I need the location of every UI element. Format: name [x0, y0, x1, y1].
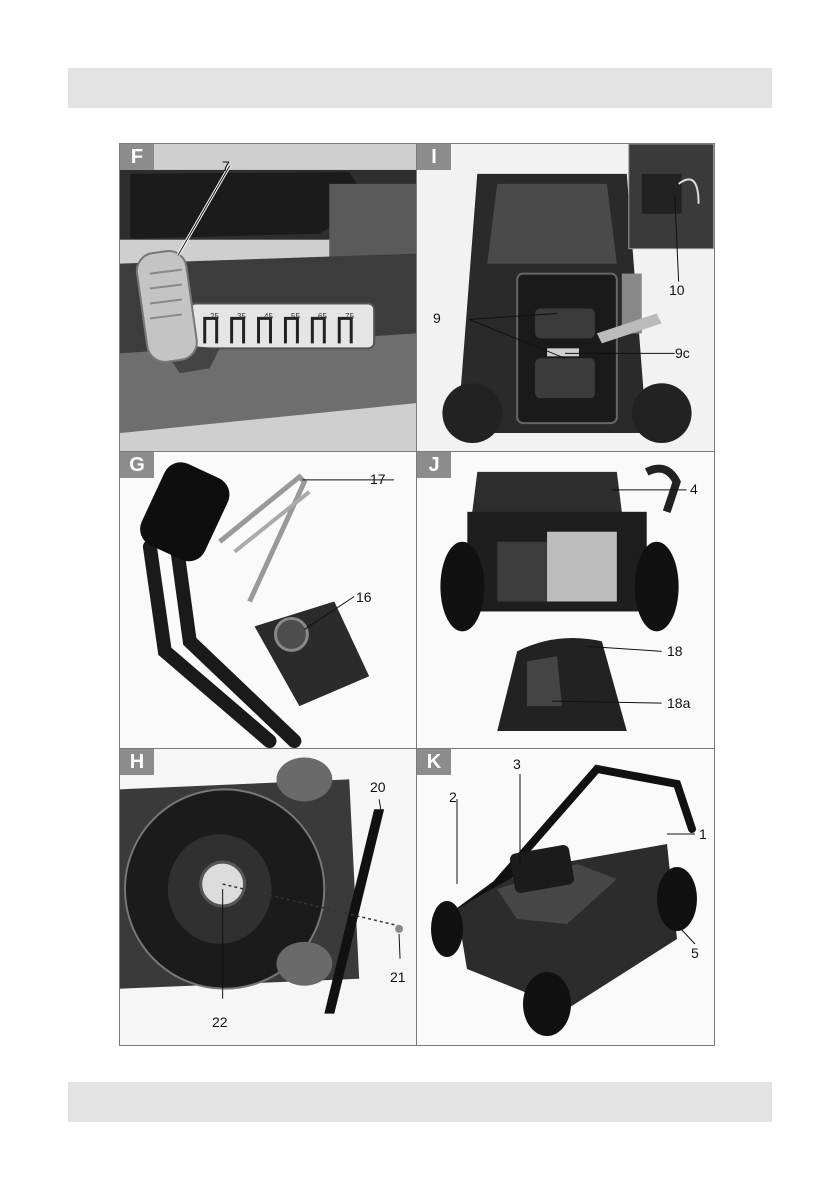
- panel-letter-h: H: [120, 749, 154, 775]
- callout-18: 18: [667, 643, 683, 659]
- callout-17: 17: [370, 471, 386, 487]
- scale-label-25: 25: [210, 312, 219, 321]
- callout-22: 22: [212, 1014, 228, 1030]
- callout-5: 5: [691, 945, 699, 961]
- callout-20: 20: [370, 779, 386, 795]
- callout-4: 4: [690, 481, 698, 497]
- panel-letter-f: F: [120, 144, 154, 170]
- callout-16: 16: [356, 589, 372, 605]
- scale-label-35: 35: [237, 312, 246, 321]
- panel-f: F 7 25 35 45 55: [120, 144, 417, 452]
- callout-21: 21: [390, 969, 406, 985]
- callout-1: 1: [699, 826, 707, 842]
- callout-9: 9: [433, 310, 441, 326]
- footer-band: [68, 1082, 772, 1122]
- panel-i: I 9 9c 10: [417, 144, 714, 452]
- scale-label-75: 75: [345, 312, 354, 321]
- header-band: [68, 68, 772, 108]
- panel-g: G 17 16: [120, 452, 417, 749]
- panel-j: J 4 18 18a: [417, 452, 714, 749]
- callout-18a: 18a: [667, 695, 690, 711]
- callout-7: 7: [222, 158, 230, 174]
- scale-label-45: 45: [264, 312, 273, 321]
- scale-label-55: 55: [291, 312, 300, 321]
- panel-letter-k: K: [417, 749, 451, 775]
- scale-label-65: 65: [318, 312, 327, 321]
- callout-2: 2: [449, 789, 457, 805]
- callout-3: 3: [513, 756, 521, 772]
- panel-letter-g: G: [120, 452, 154, 478]
- figure-grid: F 7 25 35 45 55: [119, 143, 715, 1046]
- panel-letter-j: J: [417, 452, 451, 478]
- panel-h: H 20 21 22: [120, 749, 417, 1045]
- callout-9c: 9c: [675, 345, 690, 361]
- panel-letter-i: I: [417, 144, 451, 170]
- mower-overview-illustration: [417, 749, 714, 1045]
- height-lever-illustration: [120, 144, 416, 451]
- callout-10: 10: [669, 282, 685, 298]
- panel-k: K 2 3 1 5: [417, 749, 714, 1045]
